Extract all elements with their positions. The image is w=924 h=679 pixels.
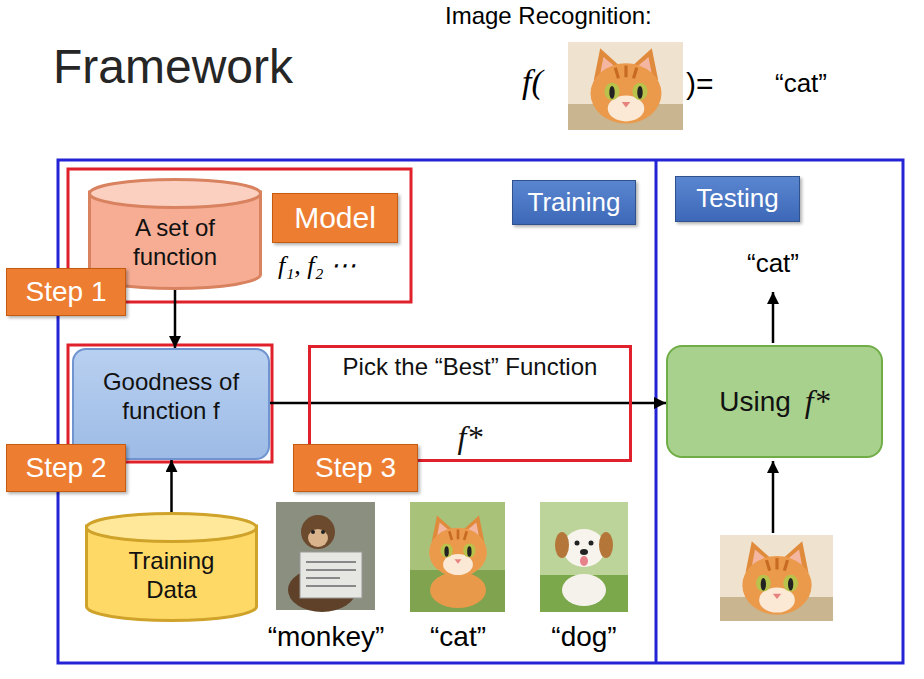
flow-arrow [174,290,177,348]
image-label: “dog” [551,620,616,654]
dog-photo [599,532,613,558]
heading-label: Image Recognition: [445,2,652,31]
image-label: “cat” [430,620,486,654]
node-subtext: f* [805,382,830,420]
formula-label: f( [522,62,543,103]
step-tag: Step 3 [293,444,418,492]
arrow-line [772,461,775,533]
cat-photo [591,48,662,123]
output-label: “cat” [775,68,827,99]
monkey-photo [300,552,362,598]
flow-arrow [170,460,173,512]
dog-photo [555,532,569,558]
function-list: f₁, f₂ ⋯ [278,250,356,281]
node-text: Model [294,200,376,236]
step-tag: Step 2 [6,444,126,492]
node-text: A set of function [110,214,240,272]
dog-photo [580,556,588,566]
dog-photo [540,502,628,612]
monkey-photo [306,562,356,586]
node-text: Step 1 [26,275,107,309]
cylinder-top [90,180,261,208]
monkey-photo [308,529,328,547]
node-text: Goodness of function f [86,368,256,426]
data-store: Training Data [85,512,258,622]
dog-photo [563,529,605,567]
node-text: Testing [696,183,778,214]
node-subtext: f* [458,418,483,456]
training-frame [58,160,903,663]
cat-photo [720,535,833,621]
cat-photo [568,42,683,130]
monkey-photo [321,530,325,534]
page-title: Framework [53,38,293,96]
cat-photo [429,516,487,577]
node-text: Pick the “Best” Function [343,353,598,382]
dog-photo [540,575,628,612]
output-label: “cat” [747,248,799,279]
cat-photo [720,535,833,621]
monkey-photo [276,502,375,612]
monkey-photo [311,530,315,534]
node-text: Training Data [112,547,232,605]
frame-divider [655,160,658,663]
dog-photo [580,549,588,555]
cat-photo [410,502,505,612]
arrow-line [772,292,775,343]
model-tag: Model [272,193,398,243]
image-label: “monkey” [268,620,385,654]
cat-photo [742,541,811,615]
dog-photo [562,574,606,606]
node-text: Using [719,385,791,419]
node-text: Step 3 [315,451,396,485]
dog-photo [540,502,628,612]
phase-tag: Training [512,180,636,225]
formula-label: )= [686,66,714,102]
cat-photo [430,572,486,608]
cylinder-top [87,514,257,542]
cat-photo [410,502,505,612]
node-text: Training [528,187,621,218]
monkey-photo [301,515,335,549]
phase-tag: Testing [675,176,800,222]
dog-photo [589,541,594,546]
node-text: Step 2 [26,451,107,485]
process-box: Using f* [666,345,883,458]
dog-photo [575,541,580,546]
step-tag: Step 1 [6,268,126,316]
cat-photo [568,42,683,130]
flow-arrow [270,402,666,405]
